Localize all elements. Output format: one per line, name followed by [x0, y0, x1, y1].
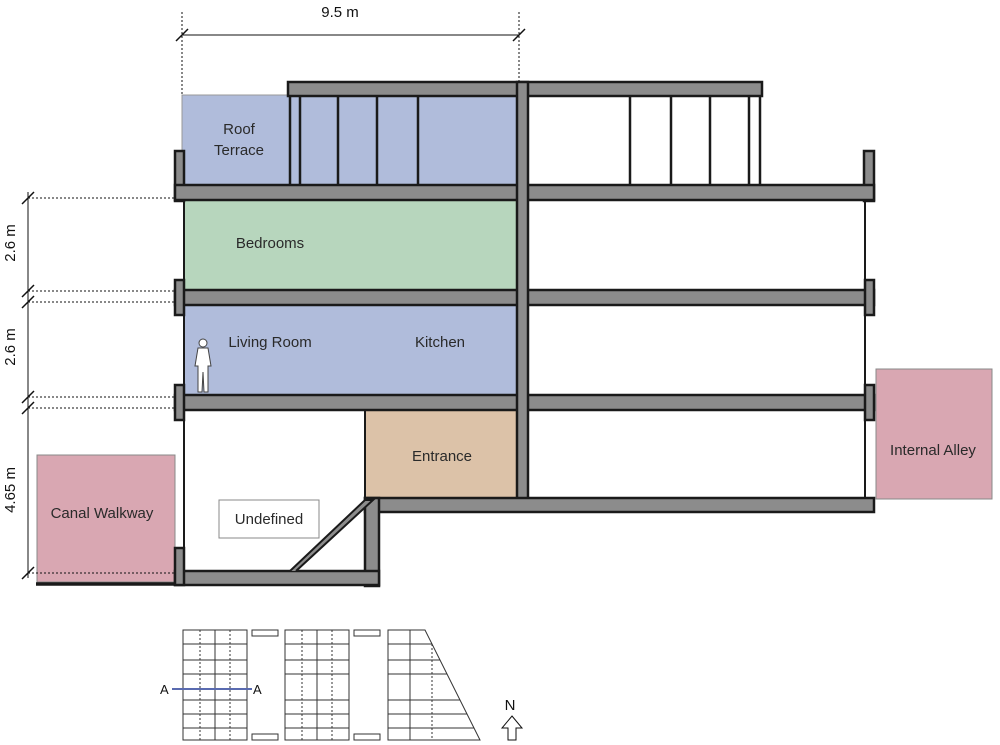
kitchen-label: Kitchen — [415, 334, 465, 351]
floor3-height-label: 2.6 m — [2, 224, 19, 262]
internal-alley-label: Internal Alley — [890, 442, 976, 459]
floor2-height-label: 2.6 m — [2, 328, 19, 366]
key-plan — [182, 629, 481, 741]
building-structure — [173, 80, 876, 588]
roof-terrace-label: Roof — [223, 121, 256, 138]
entrance-area — [365, 410, 517, 498]
living-room-label: Living Room — [228, 334, 311, 351]
section-mark-left: A — [160, 682, 169, 697]
undefined-box — [218, 499, 320, 539]
north-arrow-icon — [500, 715, 524, 741]
dimension-lines — [21, 12, 526, 580]
canal-walkway-label: Canal Walkway — [51, 505, 154, 522]
terrace-railing — [288, 96, 762, 185]
undefined-label: Undefined — [235, 511, 303, 528]
width-dimension-label: 9.5 m — [321, 4, 359, 21]
stair — [289, 499, 376, 572]
living-kitchen-area — [184, 305, 517, 395]
section-mark-right: A — [253, 682, 262, 697]
internal-alley-area — [875, 368, 993, 500]
bedrooms-area — [184, 200, 517, 290]
bedrooms-label: Bedrooms — [236, 235, 304, 252]
floor1-height-label: 4.65 m — [2, 467, 19, 513]
roof-terrace-area — [182, 95, 517, 185]
canal-walkway-area — [36, 454, 176, 583]
entrance-label: Entrance — [412, 448, 472, 465]
north-label: N — [505, 697, 516, 714]
person-figure-icon — [194, 338, 212, 393]
roof-terrace-label-2: Terrace — [214, 142, 264, 159]
